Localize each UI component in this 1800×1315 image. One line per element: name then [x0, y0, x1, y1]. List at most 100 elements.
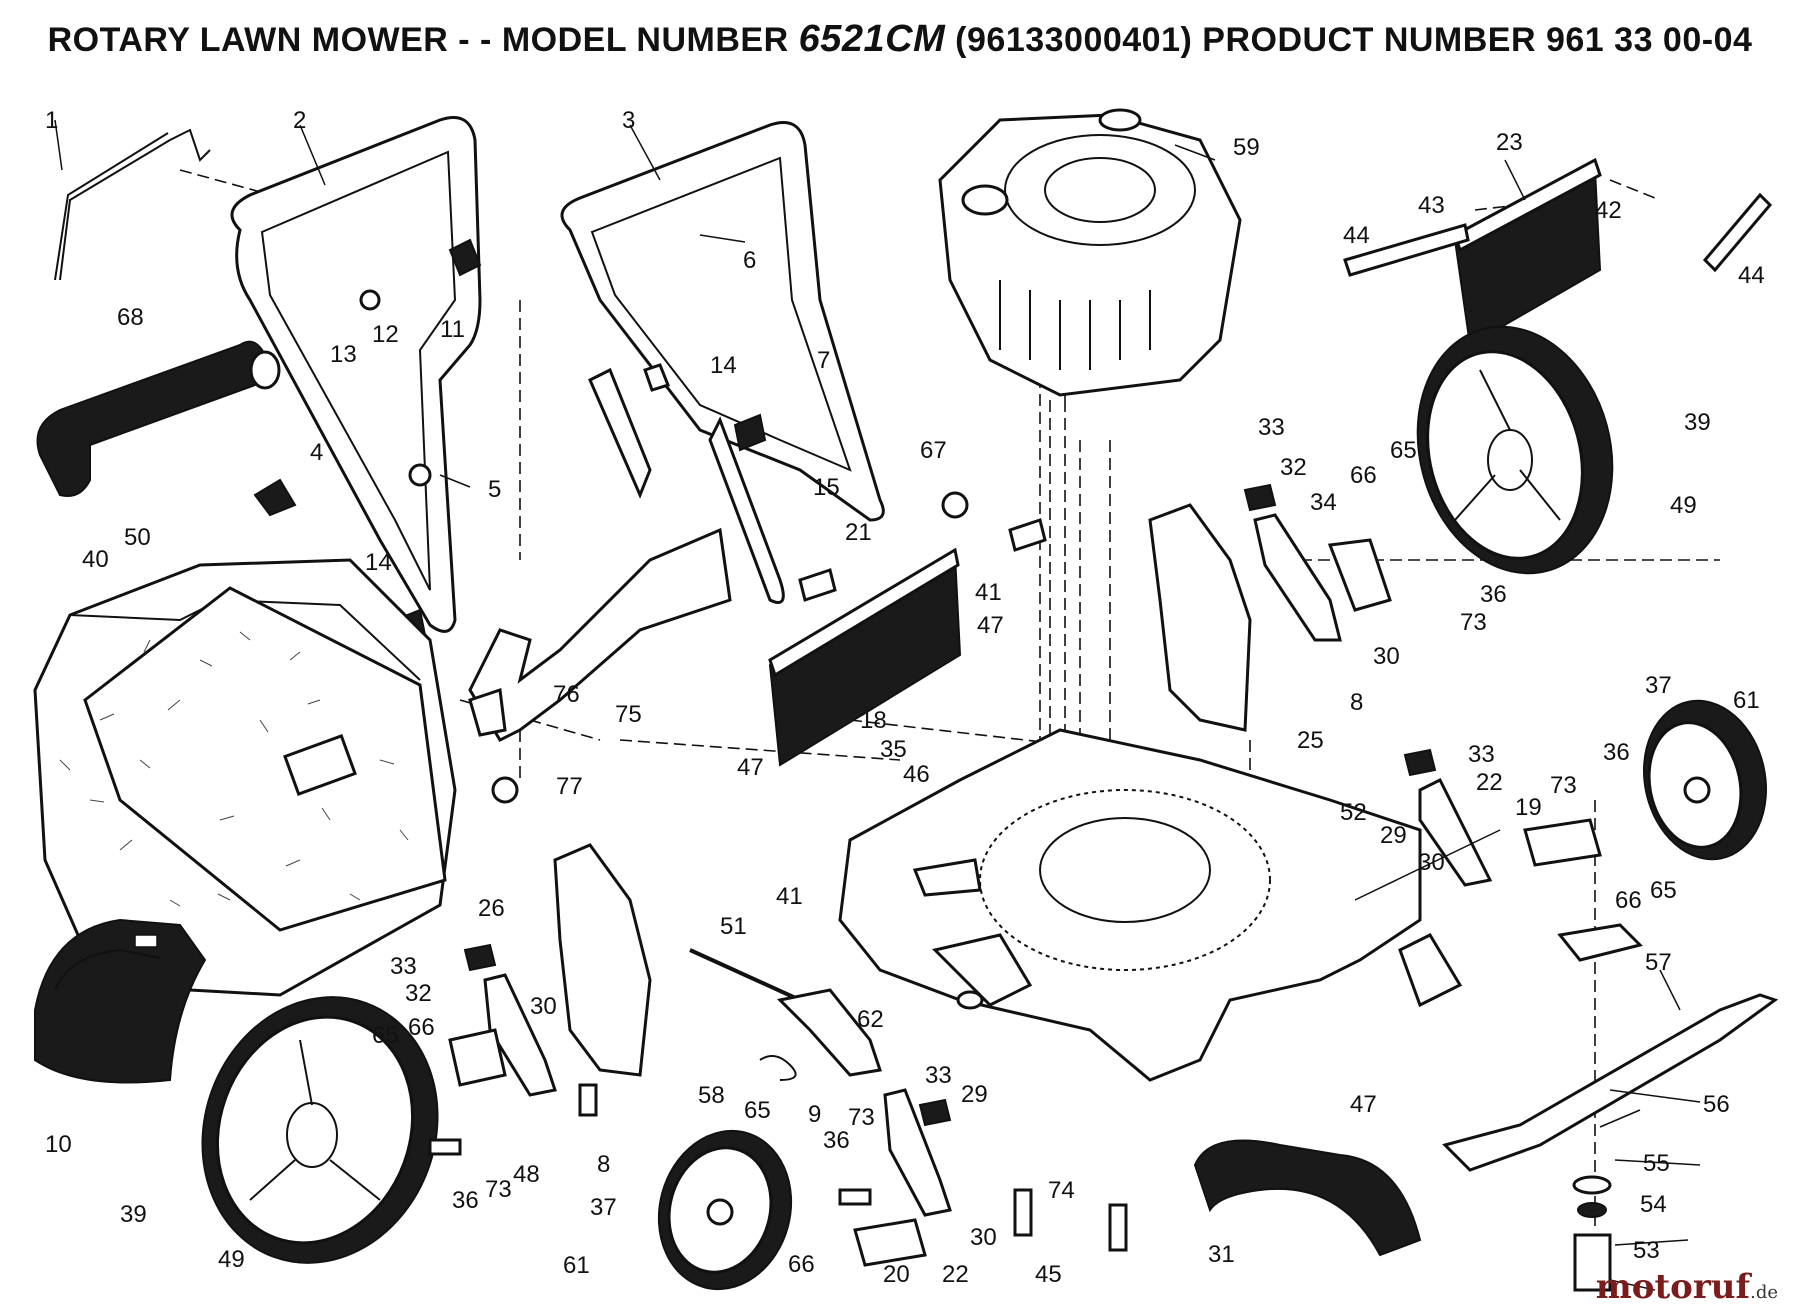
callout-47c: 47	[1350, 1091, 1377, 1118]
rear-flap-part-23	[1453, 157, 1602, 347]
callout-65d: 65	[744, 1097, 771, 1124]
callout-54: 54	[1640, 1191, 1667, 1218]
grass-catcher-bag	[33, 558, 457, 997]
callout-36d: 36	[823, 1127, 850, 1154]
callout-73c: 73	[485, 1176, 512, 1203]
callout-73d: 73	[848, 1104, 875, 1131]
callout-58: 58	[698, 1082, 725, 1109]
callout-12: 12	[372, 321, 399, 348]
callout-32a: 32	[1280, 454, 1307, 481]
callout-2: 2	[293, 107, 306, 134]
callout-75: 75	[615, 701, 642, 728]
callout-9: 9	[808, 1101, 821, 1128]
callout-4: 4	[310, 439, 323, 466]
callout-61b: 61	[563, 1252, 590, 1279]
callout-39b: 39	[120, 1201, 147, 1228]
callout-66a: 66	[1350, 462, 1377, 489]
callout-14b: 14	[365, 549, 392, 576]
diagram-title: ROTARY LAWN MOWER - - MODEL NUMBER 6521C…	[0, 18, 1800, 61]
callout-43: 43	[1418, 192, 1445, 219]
axle-part-51	[689, 948, 882, 1081]
callout-74: 74	[1048, 1177, 1075, 1204]
callout-66c: 66	[408, 1014, 435, 1041]
callout-11: 11	[440, 316, 465, 343]
callout-61a: 61	[1733, 687, 1760, 714]
callout-3: 3	[622, 107, 635, 134]
callout-5: 5	[488, 476, 501, 503]
watermark-tld: .de	[1750, 1282, 1778, 1303]
callout-29a: 29	[1380, 822, 1407, 849]
chute-parts	[468, 527, 732, 804]
callout-41a: 41	[975, 579, 1002, 606]
bolts	[428, 192, 1773, 1252]
callout-7: 7	[817, 347, 830, 374]
callout-66b: 66	[1615, 887, 1642, 914]
callout-25: 25	[1297, 727, 1324, 754]
callout-13: 13	[330, 341, 357, 368]
callout-26: 26	[478, 895, 505, 922]
callout-39a: 39	[1684, 409, 1711, 436]
callout-36a: 36	[1480, 581, 1507, 608]
callout-30d: 30	[970, 1224, 997, 1251]
leader-lines	[54, 119, 1701, 1291]
rear-flap-part-21	[768, 547, 962, 767]
callout-50: 50	[124, 524, 151, 551]
callout-19: 19	[1515, 794, 1542, 821]
watermark-name: motoruf	[1595, 1267, 1751, 1307]
wheel-rear-right	[1416, 325, 1614, 575]
callout-40: 40	[82, 546, 109, 573]
callout-10: 10	[45, 1131, 72, 1158]
callout-49b: 49	[218, 1246, 245, 1273]
callout-48: 48	[513, 1161, 540, 1188]
wheel-rear-left	[201, 996, 439, 1264]
callout-32b: 32	[405, 980, 432, 1007]
callout-41b: 41	[776, 883, 803, 910]
small-grips-part-33	[463, 483, 1437, 1127]
callout-67: 67	[920, 437, 947, 464]
wheels	[201, 325, 1768, 1291]
callout-73a: 73	[1460, 609, 1487, 636]
handle-knobs	[253, 238, 969, 647]
blade-part-56	[1442, 923, 1779, 1292]
height-adjuster-levers	[448, 513, 1602, 1267]
callout-33c: 33	[390, 953, 417, 980]
callout-68: 68	[117, 304, 144, 331]
title-model-number: 6521CM	[798, 18, 946, 60]
foam-grip-part-68	[36, 340, 281, 497]
upper-handle-part-3	[560, 121, 885, 604]
callout-33d: 33	[925, 1062, 952, 1089]
wheel-front-left	[657, 1129, 793, 1291]
callout-34: 34	[1310, 489, 1337, 516]
callout-1: 1	[45, 107, 58, 134]
callout-77: 77	[556, 773, 583, 800]
callout-14a: 14	[710, 352, 737, 379]
callout-51: 51	[720, 913, 747, 940]
control-bar-part-1	[54, 128, 211, 281]
callout-56: 56	[1703, 1091, 1730, 1118]
callout-18: 18	[860, 707, 887, 734]
callout-30a: 30	[1373, 643, 1400, 670]
callout-42: 42	[1595, 197, 1622, 224]
mower-deck-part-52	[838, 728, 1422, 1082]
callout-47a: 47	[977, 612, 1004, 639]
side-discharge-cover-part-10	[34, 918, 207, 1084]
callout-59: 59	[1233, 134, 1260, 161]
callout-49a: 49	[1670, 492, 1697, 519]
callout-labels: 1 2 3 4 5 6 7 8 8 9 10 11 12 13 14 14 15…	[45, 107, 1765, 1288]
callout-20: 20	[883, 1261, 910, 1288]
callout-22a: 22	[1476, 769, 1503, 796]
callout-52: 52	[1340, 799, 1367, 826]
watermark-logo: motoruf.de	[1596, 1267, 1778, 1307]
callout-47b: 47	[737, 754, 764, 781]
mulch-plug-part-31	[1193, 1139, 1422, 1257]
callout-37b: 37	[590, 1194, 617, 1221]
callout-65a: 65	[1390, 437, 1417, 464]
callout-8b: 8	[597, 1151, 610, 1178]
callout-6: 6	[743, 247, 756, 274]
callout-36b: 36	[1603, 739, 1630, 766]
callout-66d: 66	[788, 1251, 815, 1278]
callout-33a: 33	[1258, 414, 1285, 441]
callout-30c: 30	[530, 993, 557, 1020]
callout-44b: 44	[1738, 262, 1765, 289]
wheel-brackets	[553, 503, 1463, 1077]
